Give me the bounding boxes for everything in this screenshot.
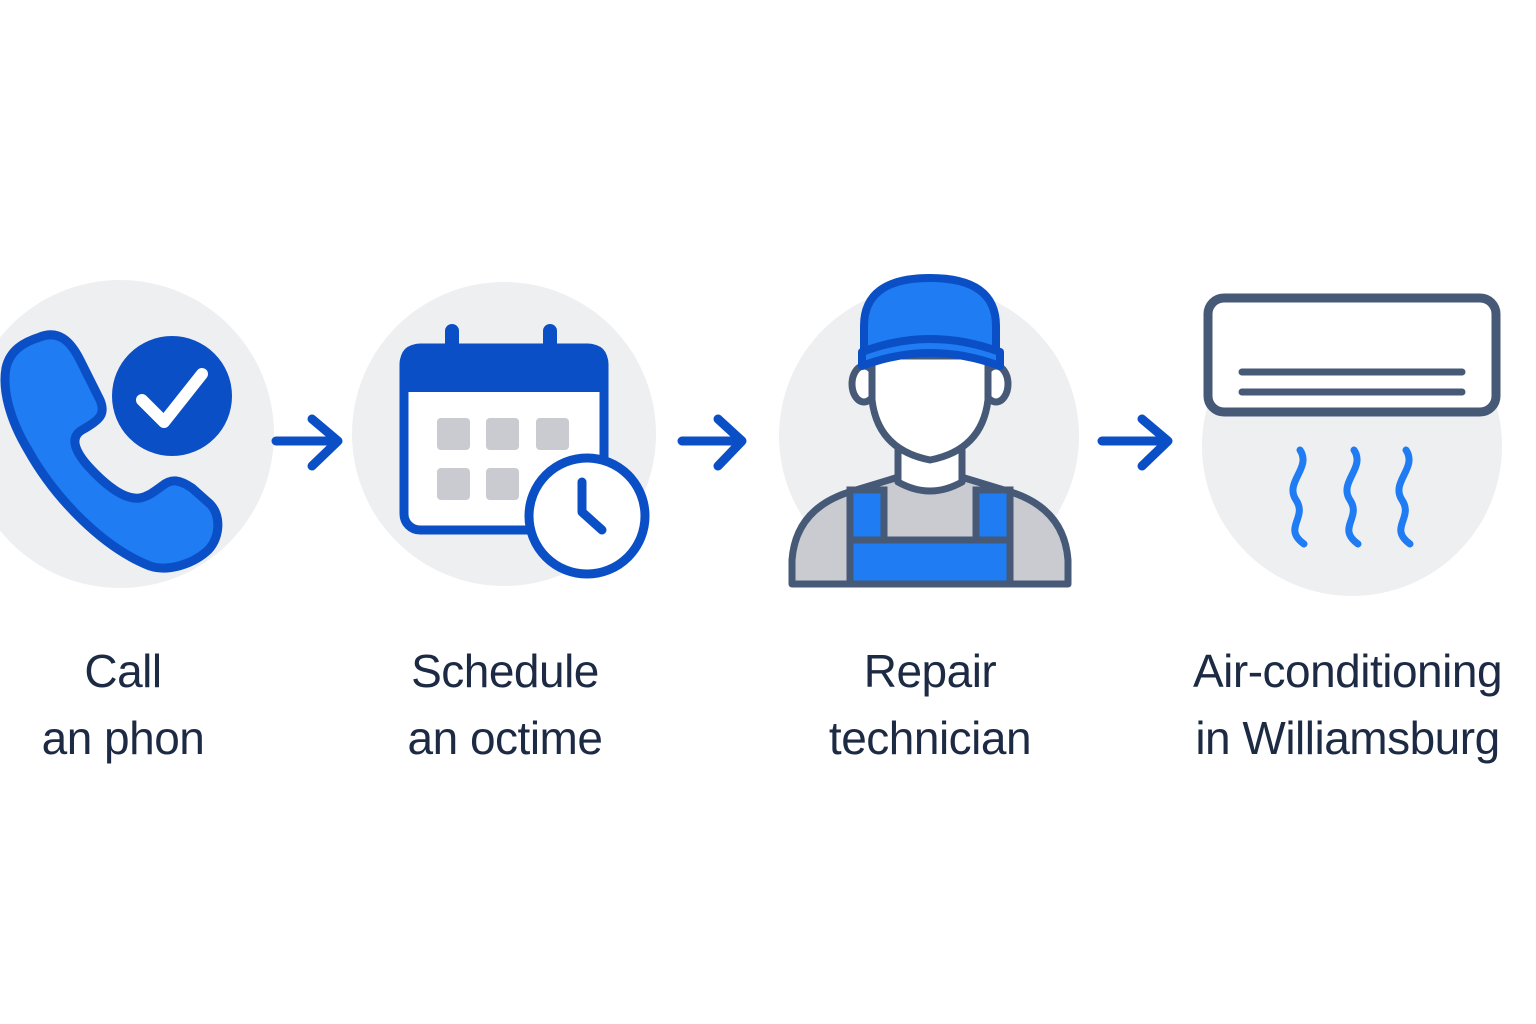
step-3-label-line-1: Repair	[863, 645, 997, 697]
step-1-label: Call an phon	[0, 638, 246, 772]
step-2-label-line-1: Schedule	[411, 645, 599, 697]
step-4-icon-group	[1202, 293, 1502, 596]
step-4-label-line-2: in Williamsburg	[1195, 712, 1500, 764]
clock-icon	[524, 453, 650, 579]
step-1-icon-group	[0, 280, 274, 588]
air-conditioner-icon	[1203, 293, 1501, 417]
step-4-label: Air-conditioning in Williamsburg	[1170, 638, 1525, 772]
arrow-icon-1	[271, 414, 343, 471]
phone-icon	[0, 330, 223, 573]
step-1-label-line-1: Call	[84, 645, 162, 697]
step-3-icon-group	[779, 274, 1079, 588]
step-2-label-line-2: an octime	[407, 712, 603, 764]
technician-icon	[788, 274, 1072, 588]
step-2-label: Schedule an octime	[380, 638, 630, 772]
step-1-label-line-2: an phon	[41, 712, 205, 764]
step-2-icon-group	[352, 282, 656, 586]
step-4-label-line-1: Air-conditioning	[1192, 645, 1503, 697]
arrow-icon-3	[1097, 414, 1173, 471]
airflow-waves-icon	[1289, 446, 1414, 548]
step-3-label: Repair technician	[780, 638, 1080, 772]
check-badge-icon	[112, 336, 232, 456]
arrow-icon-2	[677, 414, 747, 471]
step-3-label-line-2: technician	[828, 712, 1032, 764]
